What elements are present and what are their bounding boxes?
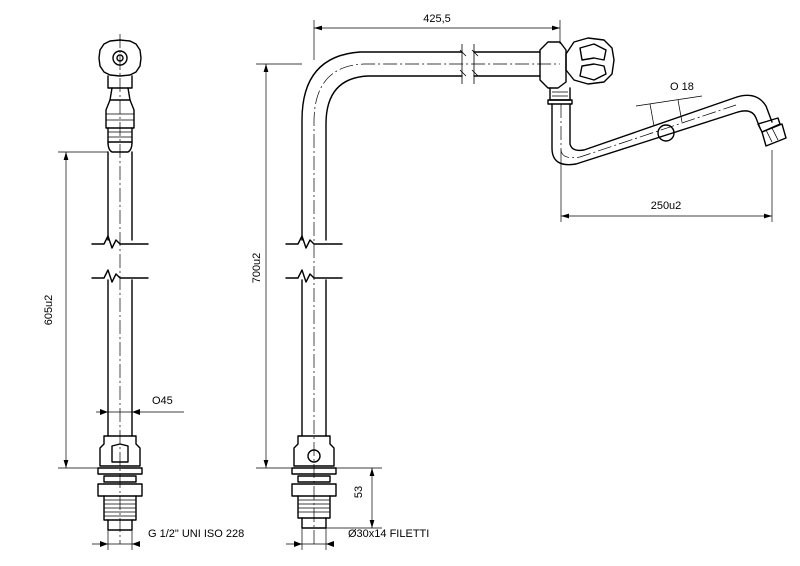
pipe-diameter-label: O45 xyxy=(152,395,173,407)
total-height-label: 700u2 xyxy=(251,253,263,284)
thread-length-label: 53 xyxy=(353,486,365,498)
front-valve xyxy=(539,37,615,105)
front-spout xyxy=(551,94,787,166)
thread-right-label: Ø30x14 FILETTI xyxy=(348,528,429,540)
thread-left-label: G 1/2" UNI ISO 228 xyxy=(148,528,244,540)
front-view: 425,5 700u2 O 18 250u2 53 Ø30x14 FILETTI xyxy=(251,13,787,550)
side-height-label: 605u2 xyxy=(43,295,55,326)
spout-reach-label: 250u2 xyxy=(651,200,682,212)
side-base xyxy=(97,435,143,531)
side-view: 605u2 O45 G 1/2" UNI ISO 228 xyxy=(43,34,244,550)
front-base xyxy=(291,435,337,529)
top-length-label: 425,5 xyxy=(423,13,451,25)
spout-diameter-label: O 18 xyxy=(670,81,694,93)
